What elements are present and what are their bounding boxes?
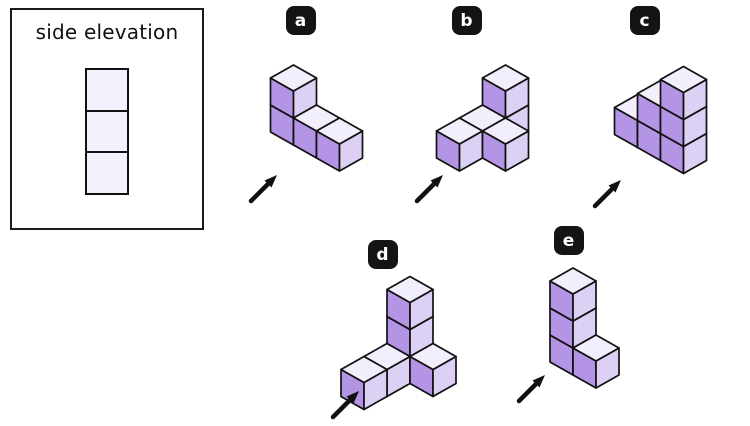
- solid-e: [549, 267, 620, 389]
- solid-c: [613, 65, 708, 175]
- solid-d: [340, 275, 457, 411]
- view-direction-arrow-icon: [516, 375, 545, 404]
- cube-face: [659, 65, 708, 94]
- panel-title: side elevation: [35, 20, 179, 44]
- solid-b: [435, 64, 530, 172]
- option-b[interactable]: b: [400, 6, 565, 206]
- cube-face: [386, 275, 434, 304]
- option-label-c: c: [629, 6, 660, 35]
- elevation-cell: [85, 109, 129, 154]
- option-label-b: b: [451, 6, 482, 35]
- cube-face: [435, 117, 484, 145]
- view-direction-arrow-icon: [414, 175, 443, 204]
- elevation-grid: [85, 68, 129, 195]
- cube-face: [572, 334, 620, 362]
- view-direction-arrow-icon: [330, 391, 359, 420]
- option-c[interactable]: c: [578, 6, 743, 211]
- cube-face: [269, 64, 318, 92]
- view-direction-arrow-icon: [248, 175, 277, 204]
- cube-face: [409, 342, 457, 371]
- cube-face: [340, 355, 388, 384]
- option-a[interactable]: a: [234, 6, 399, 206]
- view-direction-arrow-icon: [592, 180, 621, 209]
- side-elevation-panel: side elevation: [10, 8, 204, 230]
- cube-face: [315, 117, 364, 145]
- solid-a: [269, 64, 364, 172]
- option-label-e: e: [553, 226, 584, 255]
- option-label-a: a: [285, 6, 316, 35]
- option-e[interactable]: e: [502, 226, 667, 406]
- option-d[interactable]: d: [316, 240, 481, 422]
- cube-face: [481, 117, 530, 145]
- cube-face: [481, 64, 530, 92]
- elevation-cell: [85, 68, 129, 112]
- cube-face: [549, 267, 597, 295]
- option-label-d: d: [367, 240, 398, 269]
- elevation-cell: [85, 151, 129, 195]
